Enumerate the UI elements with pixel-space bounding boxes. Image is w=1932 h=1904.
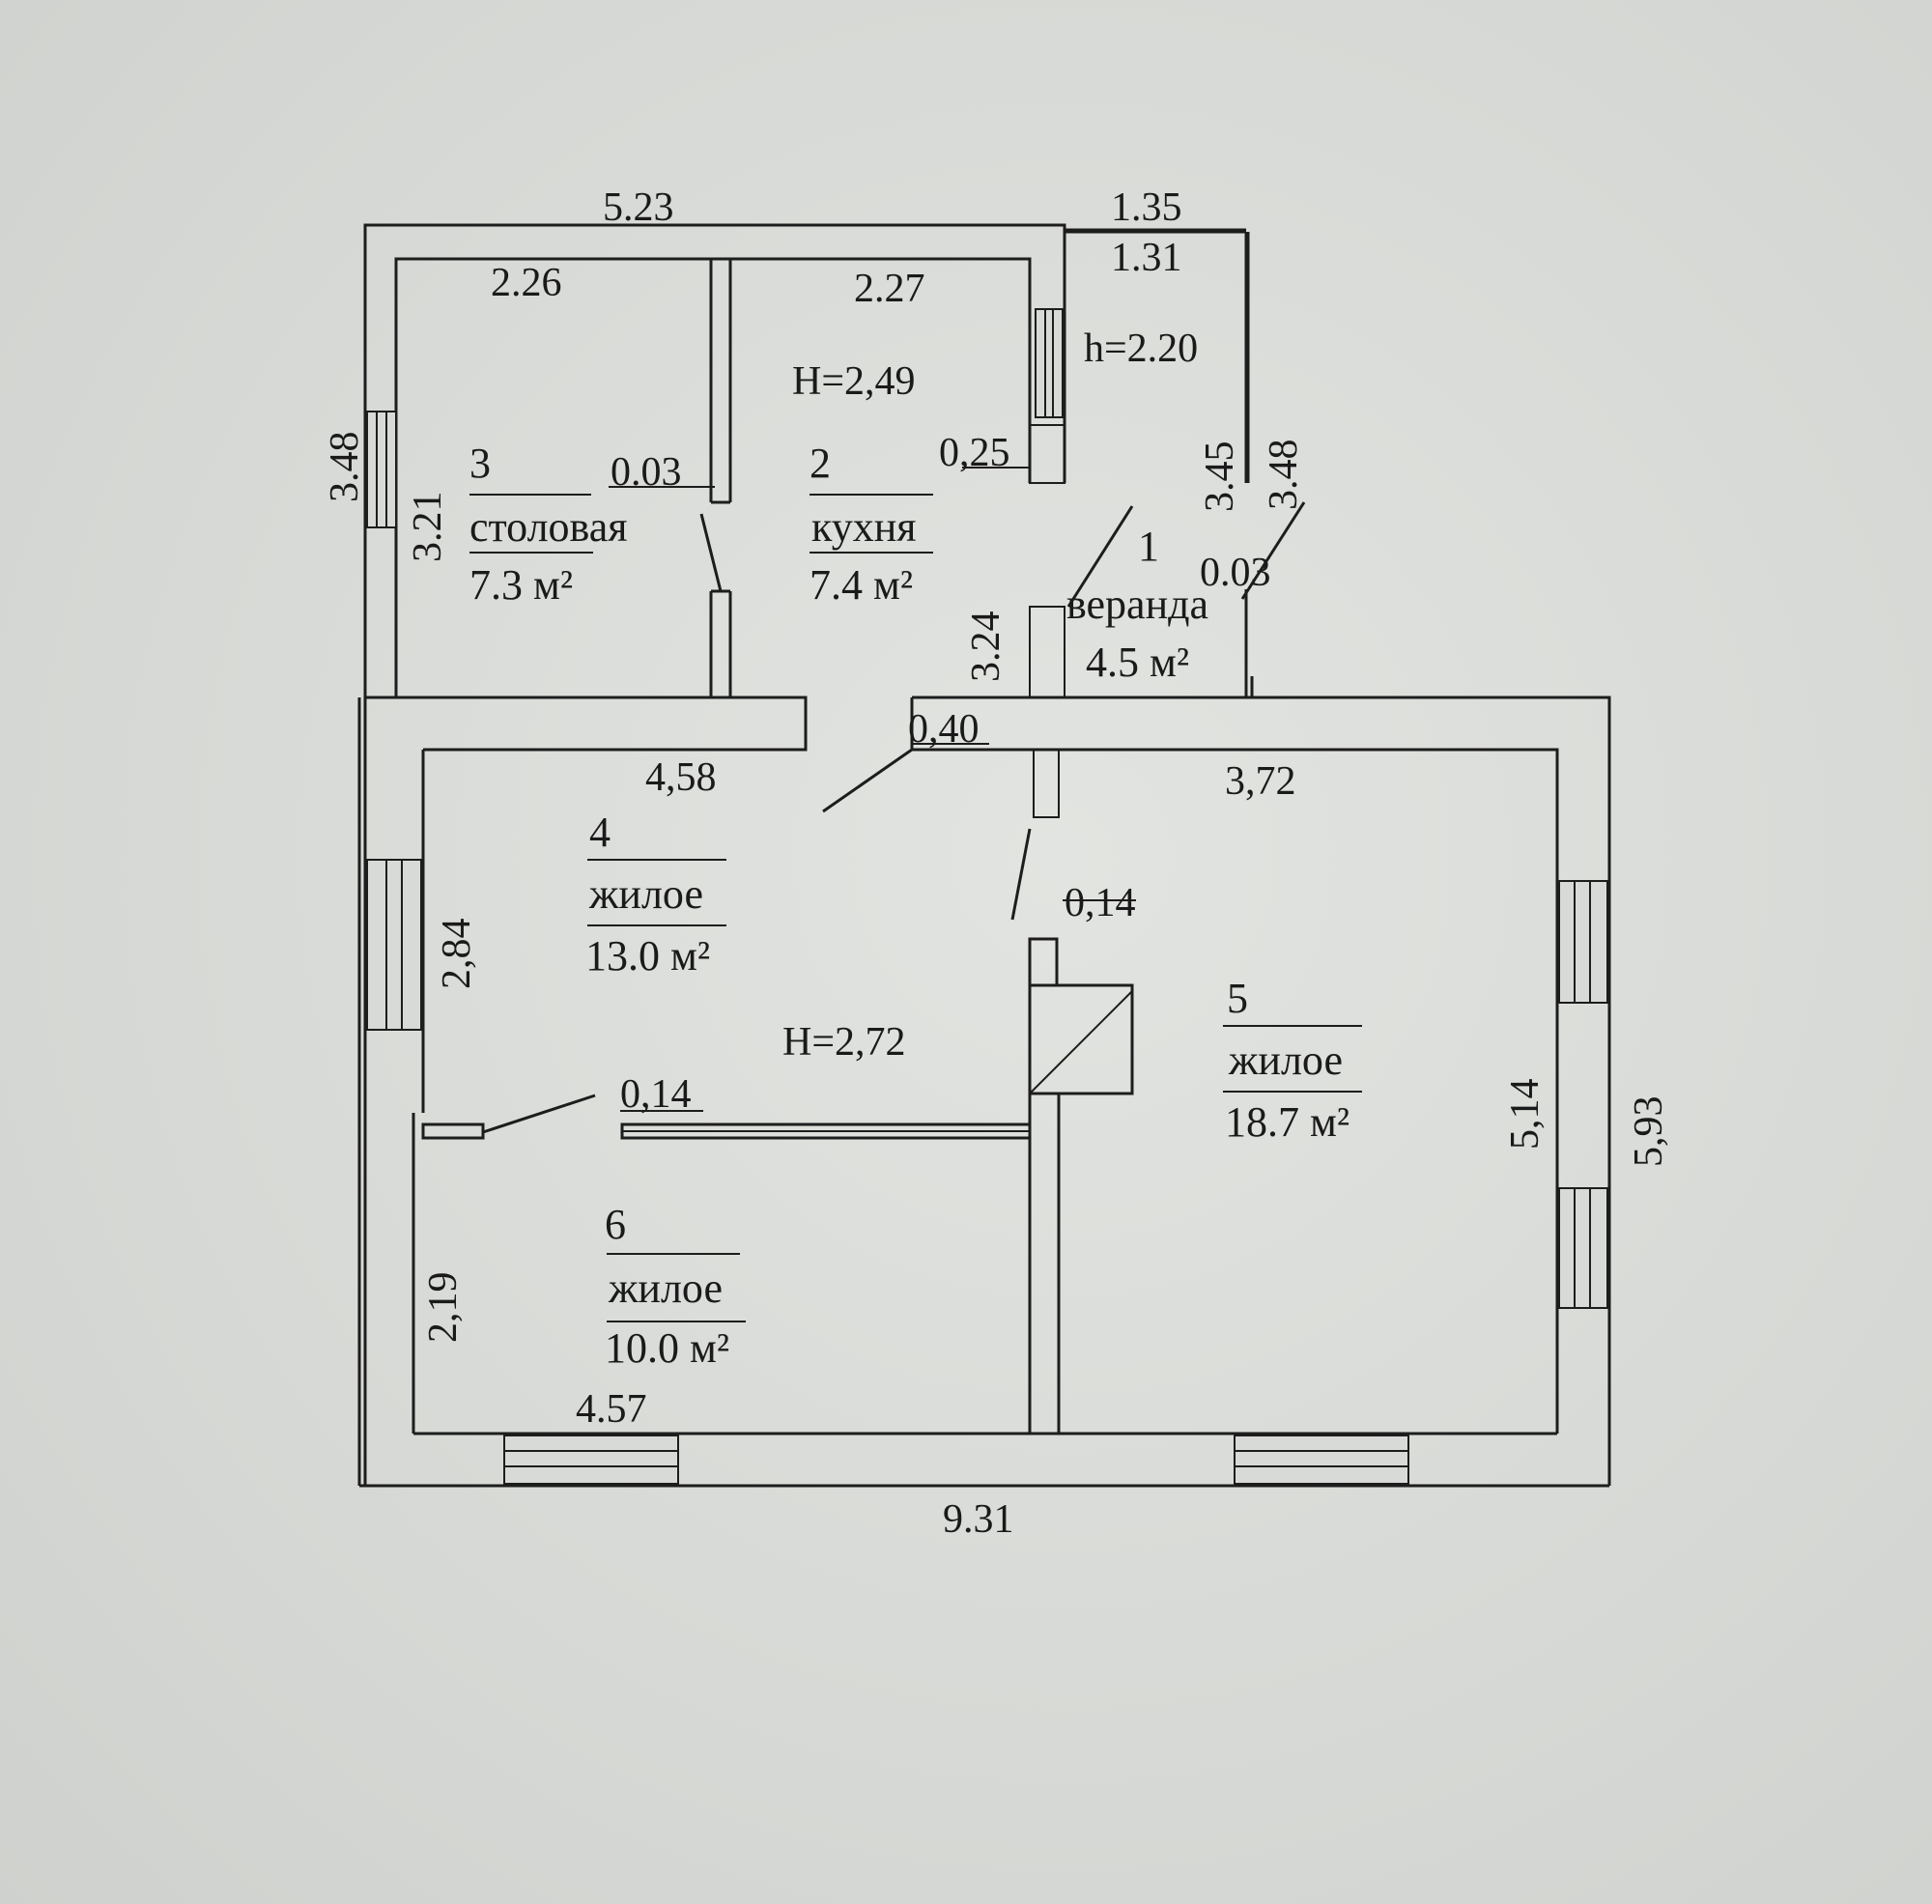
dim-dining-top: 2.26 xyxy=(491,261,562,305)
dim-veranda-top-inner: 1.31 xyxy=(1111,236,1182,280)
dim-room5-height: 5,14 xyxy=(1503,1079,1548,1151)
room-name: жилое xyxy=(608,1265,723,1312)
room-name: кухня xyxy=(811,503,917,551)
room-name: столовая xyxy=(469,503,628,551)
dim-stove-wall: 0,14 xyxy=(1065,881,1136,925)
dim-room6-height: 2,19 xyxy=(421,1272,466,1344)
dim-bottom-overall: 9.31 xyxy=(943,1497,1014,1542)
window-room5-bottom xyxy=(1234,1435,1409,1485)
dim-veranda-right-outer: 3.48 xyxy=(1262,440,1306,511)
room-6-label: 6 жилое 10.0 м² xyxy=(605,1201,729,1372)
room-kitchen-label: 2 кухня 7.4 м² xyxy=(810,440,917,609)
window-room5-right-lower xyxy=(1558,1187,1608,1309)
room-number: 3 xyxy=(469,440,491,487)
dim-overall-right: 5,93 xyxy=(1627,1096,1671,1168)
room-number: 6 xyxy=(605,1201,626,1248)
room-number: 1 xyxy=(1138,523,1159,570)
main-house-walls xyxy=(357,697,1609,1488)
dim-room4-height: 2,84 xyxy=(435,919,479,990)
room-name: веранда xyxy=(1066,581,1208,628)
dimension-labels: 5.23 1.35 1.31 h=2.20 2.26 2.27 H=2,49 3… xyxy=(323,185,1671,1542)
room-number: 5 xyxy=(1227,975,1248,1022)
window-room6-bottom xyxy=(503,1435,679,1485)
room-veranda-label: 1 веранда 4.5 м² xyxy=(1066,523,1208,686)
room-number: 4 xyxy=(589,809,611,856)
dim-dining-left-inner: 3.21 xyxy=(406,492,450,563)
dim-room6-width: 4.57 xyxy=(576,1387,647,1432)
room-area: 7.3 м² xyxy=(469,561,573,609)
middle-wall xyxy=(365,696,1611,1486)
dim-kitchen-height: H=2,49 xyxy=(792,359,916,404)
dim-top-overall: 5.23 xyxy=(603,185,674,230)
room-number: 2 xyxy=(810,440,831,487)
dim-kitchen-top: 2.27 xyxy=(854,267,925,311)
dim-room5-width: 3,72 xyxy=(1225,759,1296,804)
door-swings xyxy=(482,501,1306,1134)
dim-partition-4-6: 0,14 xyxy=(620,1072,692,1117)
room-labels: 1 веранда 4.5 м² 2 кухня 7.4 м² 3 столов… xyxy=(469,440,1350,1372)
dim-veranda-partition: 0.03 xyxy=(1200,551,1271,595)
window-dining-left xyxy=(366,411,397,528)
dim-kitchen-wall: 0,25 xyxy=(939,431,1010,475)
window-kitchen-right xyxy=(1035,308,1064,418)
dim-house-height: H=2,72 xyxy=(782,1020,906,1065)
room-4-label: 4 жилое 13.0 м² xyxy=(585,809,710,980)
windows xyxy=(366,308,1608,1485)
room-5-label: 5 жилое 18.7 м² xyxy=(1225,975,1350,1146)
interior-partitions xyxy=(421,749,1134,1434)
room-dining-label: 3 столовая 7.3 м² xyxy=(469,440,628,609)
room-area: 13.0 м² xyxy=(585,932,710,980)
dim-room4-width: 4,58 xyxy=(645,755,717,800)
dim-veranda-left: 3.24 xyxy=(964,611,1009,683)
dim-veranda-height: h=2.20 xyxy=(1084,327,1198,371)
dim-veranda-top-outer: 1.35 xyxy=(1111,185,1182,230)
window-room4-left xyxy=(366,859,422,1031)
room-name: жилое xyxy=(588,870,703,918)
dim-partition-dining-kitchen: 0.03 xyxy=(611,450,682,495)
dim-dining-left-outer: 3.48 xyxy=(323,432,367,503)
room-area: 4.5 м² xyxy=(1086,639,1189,686)
room-name: жилое xyxy=(1228,1037,1343,1084)
dim-veranda-right-inner: 3.45 xyxy=(1198,441,1242,513)
room-label-rules xyxy=(469,467,1362,1322)
room-area: 7.4 м² xyxy=(810,561,913,609)
window-room5-right-upper xyxy=(1558,880,1608,1004)
room-area: 10.0 м² xyxy=(605,1324,729,1372)
dim-wall-thickness: 0,40 xyxy=(908,707,980,752)
room-area: 18.7 м² xyxy=(1225,1098,1350,1146)
